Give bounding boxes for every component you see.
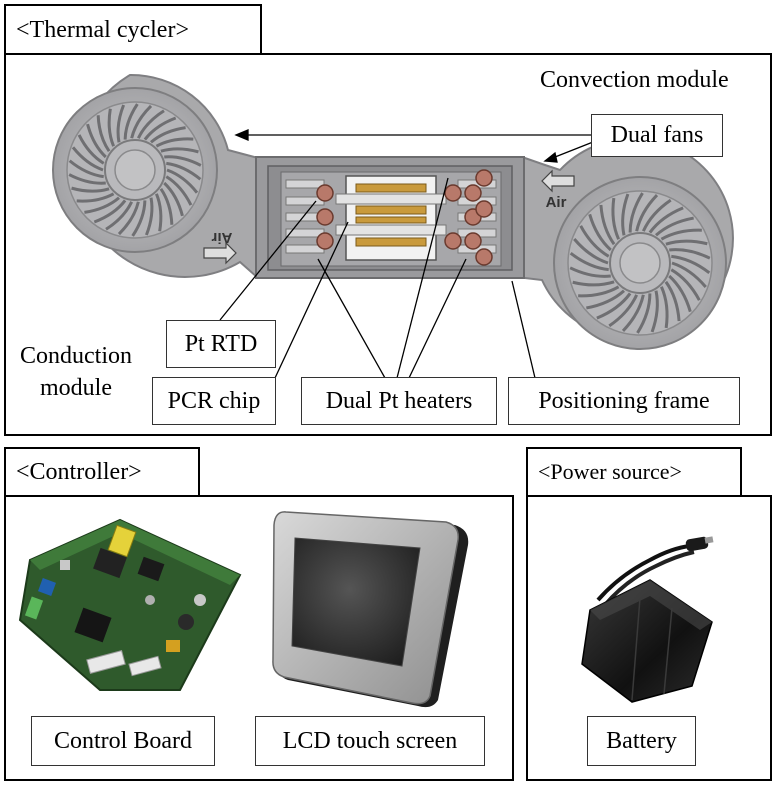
fan-blade bbox=[164, 155, 202, 167]
fan-blade bbox=[165, 175, 193, 206]
fan-blade bbox=[105, 201, 134, 231]
fan-blade bbox=[579, 225, 610, 258]
conduction-module-label-line1: Conduction bbox=[20, 343, 132, 369]
control-board-label: Control Board bbox=[31, 716, 215, 766]
fan-blade bbox=[569, 266, 611, 278]
fan-blade bbox=[671, 261, 707, 288]
thermal-cycler-section-title: <Thermal cycler> bbox=[4, 4, 262, 55]
fan-blade bbox=[96, 115, 111, 153]
conduction-module-label: Conduction module bbox=[20, 340, 132, 405]
fan-blade bbox=[611, 197, 620, 240]
fan-blade bbox=[669, 248, 711, 260]
fan-blade bbox=[660, 228, 702, 241]
fan-blade bbox=[155, 193, 163, 232]
fan-blade bbox=[84, 196, 120, 214]
fan-blade bbox=[150, 126, 186, 144]
power-source-section-title: <Power source> bbox=[526, 447, 742, 497]
fan-blade bbox=[573, 238, 609, 265]
fan-blade bbox=[71, 186, 110, 193]
fan-blade bbox=[166, 161, 202, 181]
lcd-touch-screen-image bbox=[272, 511, 469, 708]
fan-blade bbox=[569, 252, 609, 272]
fan-blade bbox=[117, 201, 140, 236]
air-label-left: Air bbox=[211, 229, 232, 246]
fan-blade bbox=[636, 293, 652, 334]
fan-blade bbox=[599, 204, 616, 246]
fan-blade bbox=[163, 181, 184, 217]
fan-blade bbox=[77, 134, 105, 165]
fan-blade bbox=[588, 213, 612, 252]
fan-blade bbox=[123, 103, 139, 140]
fan-blade bbox=[648, 206, 684, 234]
fan-blade bbox=[671, 254, 711, 274]
fan-blade bbox=[641, 198, 672, 232]
fan-blade bbox=[107, 108, 115, 147]
right-fan-icon bbox=[553, 176, 727, 350]
fan-blade bbox=[116, 104, 125, 143]
fan-blade bbox=[596, 292, 632, 320]
fan-blade bbox=[68, 173, 106, 185]
fan-blade bbox=[143, 116, 177, 141]
dual-fans-label: Dual fans bbox=[591, 114, 723, 157]
fan-blade bbox=[628, 192, 644, 233]
fan-blade bbox=[155, 137, 194, 148]
positioning-frame-label: Positioning frame bbox=[508, 377, 740, 425]
fan-blade bbox=[86, 123, 107, 159]
pcr-chip-label: PCR chip bbox=[152, 377, 276, 425]
fan-blade bbox=[130, 104, 153, 139]
lcd-touch-screen-label: LCD touch screen bbox=[255, 716, 485, 766]
battery-label: Battery bbox=[587, 716, 696, 766]
fan-blade bbox=[578, 285, 620, 298]
fan-blade bbox=[621, 294, 645, 332]
left-fan-icon bbox=[52, 87, 218, 253]
air-arrow-left-icon bbox=[203, 241, 237, 265]
fan-blade bbox=[76, 192, 115, 203]
convection-module-label: Convection module bbox=[540, 67, 729, 93]
fan-blade bbox=[664, 280, 681, 322]
fan-blade bbox=[586, 289, 626, 310]
leader-lines bbox=[219, 129, 594, 379]
fan-blade bbox=[635, 194, 659, 232]
fan-blade bbox=[131, 200, 147, 237]
fan-blade bbox=[160, 147, 199, 154]
fan-blade bbox=[166, 168, 199, 194]
fan-blade bbox=[608, 294, 639, 328]
pt-rtd-label: Pt RTD bbox=[166, 320, 276, 368]
pt-heater-strips bbox=[355, 183, 427, 247]
fan-blade bbox=[145, 197, 154, 236]
fan-blade bbox=[650, 290, 659, 333]
controller-section-title: <Controller> bbox=[4, 447, 200, 497]
air-label-right: Air bbox=[546, 194, 567, 211]
control-board-image bbox=[18, 518, 242, 691]
fan-blade bbox=[660, 286, 669, 329]
dual-pt-heaters-label: Dual Pt heaters bbox=[301, 377, 497, 425]
fan-blade bbox=[71, 146, 104, 172]
fan-blade bbox=[93, 199, 127, 224]
fan-blade bbox=[621, 193, 630, 236]
fan-blade bbox=[68, 159, 104, 179]
fan-blade bbox=[670, 268, 701, 301]
air-arrow-right-icon bbox=[541, 169, 575, 193]
fan-blade bbox=[665, 239, 708, 246]
fan-blade bbox=[654, 216, 694, 237]
conduction-module-label-line2: module bbox=[40, 375, 112, 402]
heater-pads bbox=[316, 169, 493, 266]
fan-blade bbox=[159, 187, 174, 225]
fan-blade bbox=[668, 274, 692, 313]
battery-image bbox=[581, 536, 714, 703]
fan-blade bbox=[136, 109, 165, 139]
fan-blade bbox=[572, 280, 615, 287]
